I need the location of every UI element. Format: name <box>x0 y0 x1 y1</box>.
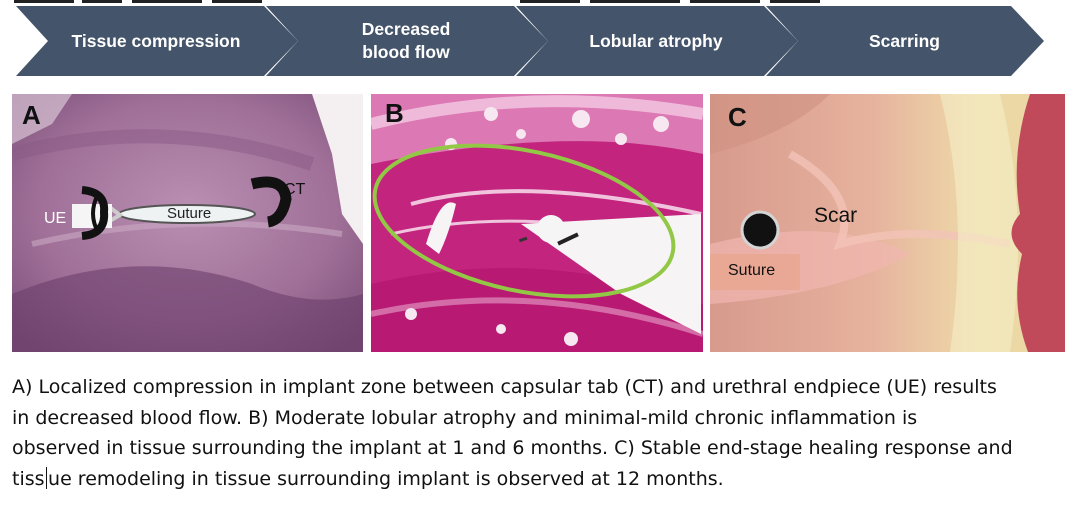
step-label-lobular-atrophy: Lobular atrophy <box>589 30 723 51</box>
histology-image-c <box>710 94 1065 352</box>
caption-line-4-after: ue remodeling in tissue surrounding impl… <box>48 467 724 490</box>
label-ct: CT <box>284 181 306 198</box>
panel-letter-a: A <box>22 100 41 130</box>
caption-line-1: A) Localized compression in implant zone… <box>12 376 997 398</box>
histology-panel-c: C Scar Suture <box>710 94 1065 352</box>
panel-letter-b: B <box>385 98 404 128</box>
histology-panel-a: A UE Suture CT <box>12 94 363 352</box>
step-label-decreased-blood-flow: Decreased blood flow <box>361 19 451 62</box>
label-suture-c: Suture <box>728 262 776 279</box>
text-cursor <box>45 466 48 489</box>
label-scar: Scar <box>814 204 858 227</box>
step-label-scarring: Scarring <box>869 30 940 51</box>
chevron-step-1 <box>16 6 298 76</box>
chevron-step-4 <box>766 6 1044 76</box>
panel-letter-c: C <box>728 102 747 132</box>
histology-image-b <box>371 94 703 352</box>
histology-image-a <box>12 94 363 352</box>
process-flow: Tissue compression Decreased blood flow … <box>16 6 1046 76</box>
clipped-heading-fragment <box>0 0 1080 6</box>
label-suture-a: Suture <box>167 205 212 222</box>
chevron-step-2 <box>266 6 548 76</box>
chevron-step-3 <box>516 6 798 76</box>
caption-line-4-before: tiss <box>12 467 45 490</box>
label-ue: UE <box>44 210 67 227</box>
step-label-tissue-compression: Tissue compression <box>71 30 241 51</box>
figure-caption: A) Localized compression in implant zone… <box>12 372 1013 495</box>
caption-line-2: in decreased blood flow. B) Moderate lob… <box>12 406 918 429</box>
caption-line-3: observed in tissue surrounding the impla… <box>12 437 1013 459</box>
histology-panel-b: B <box>371 94 703 352</box>
